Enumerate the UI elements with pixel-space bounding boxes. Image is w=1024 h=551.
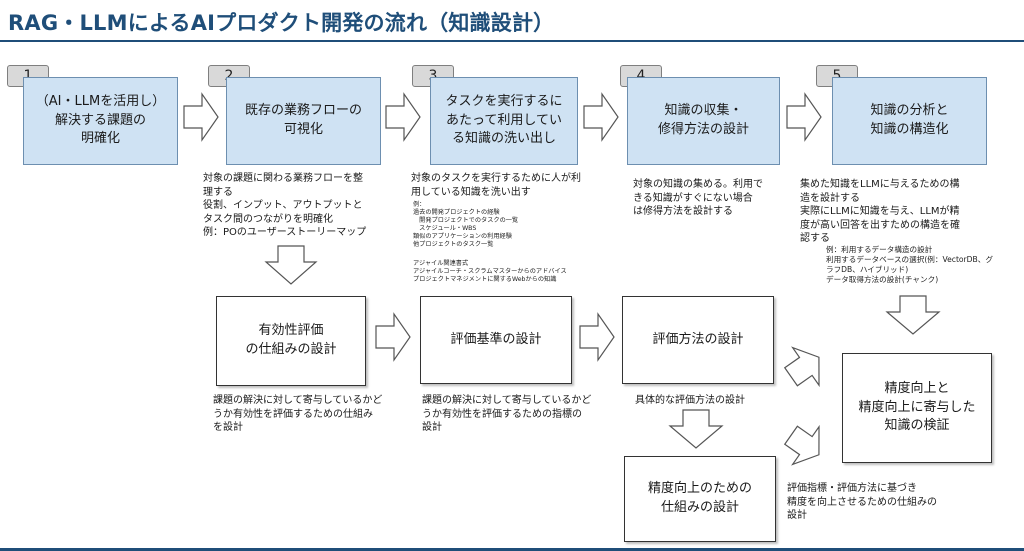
arrow-criteria-to-method bbox=[579, 312, 615, 362]
step-3-box: タスクを実行するに あたって利用してい る知識の洗い出し bbox=[430, 77, 578, 165]
step-3-examples-agile: アジャイル関連書式 アジャイルコーチ・スクラムマスターからのアドバイス プロジェ… bbox=[413, 260, 567, 284]
arrow-step3-to-step4 bbox=[583, 92, 619, 142]
arrow-mechanism-to-criteria bbox=[375, 312, 411, 362]
step-5-note: 集めた知識をLLMに与えるための構 造を設計する 実際にLLMに知識を与え、LL… bbox=[800, 179, 960, 244]
arrow-accuracy-to-verification bbox=[783, 424, 820, 466]
step-3-examples: 例： 過去の開発プロジェクトの経験 開発プロジェクトでのタスクの一覧 スケジュー… bbox=[413, 201, 519, 249]
criteria-note: 課題の解決に対して寄与しているかど うか有効性を評価するための指標の 設計 bbox=[422, 395, 592, 433]
arrow-step2-to-step3 bbox=[385, 92, 421, 142]
step-1-box: （AI・LLMを活用し） 解決する課題の 明確化 bbox=[23, 77, 178, 165]
arrow-down-to-verification bbox=[885, 295, 941, 335]
arrow-down-to-mechanism bbox=[264, 245, 318, 285]
step-5-examples: 例：利用するデータ構造の設計 利用するデータベースの選択(例：VectorDB、… bbox=[826, 245, 993, 285]
criteria-design-box: 評価基準の設計 bbox=[420, 296, 572, 384]
step-4-note: 対象の知識の集める。利用で きる知識がすぐにない場合 は修得方法を設計する bbox=[633, 179, 763, 217]
mechanism-note: 課題の解決に対して寄与しているかど うか有効性を評価するための仕組み を設計 bbox=[213, 395, 383, 433]
step-2-box: 既存の業務フローの 可視化 bbox=[226, 77, 381, 165]
step-4-box: 知識の収集・ 修得方法の設計 bbox=[627, 77, 780, 165]
step-3-note: 対象のタスクを実行するために人が利 用している知識を洗い出す bbox=[411, 173, 581, 198]
accuracy-mechanism-box: 精度向上のための 仕組みの設計 bbox=[624, 456, 776, 542]
step-5-box: 知識の分析と 知識の構造化 bbox=[832, 77, 987, 165]
bottom-divider bbox=[0, 548, 1024, 551]
page-title: RAG・LLMによるAIプロダクト開発の流れ（知識設計） bbox=[8, 11, 555, 35]
verification-box: 精度向上と 精度向上に寄与した 知識の検証 bbox=[842, 353, 992, 463]
method-design-box: 評価方法の設計 bbox=[622, 296, 774, 384]
step-2-note: 対象の課題に関わる業務フローを整 理する 役割、インプット、アウトプットと タス… bbox=[203, 173, 367, 238]
title-divider bbox=[0, 40, 1024, 42]
method-note: 具体的な評価方法の設計 bbox=[635, 395, 745, 406]
arrow-step1-to-step2 bbox=[183, 92, 219, 142]
verification-note: 評価指標・評価方法に基づき 精度を向上させるための仕組みの 設計 bbox=[787, 483, 937, 521]
arrow-method-to-verification bbox=[783, 346, 820, 388]
mechanism-design-box: 有効性評価 の仕組みの設計 bbox=[216, 296, 366, 386]
arrow-step4-to-step5 bbox=[786, 92, 822, 142]
arrow-method-to-accuracy bbox=[668, 409, 724, 449]
